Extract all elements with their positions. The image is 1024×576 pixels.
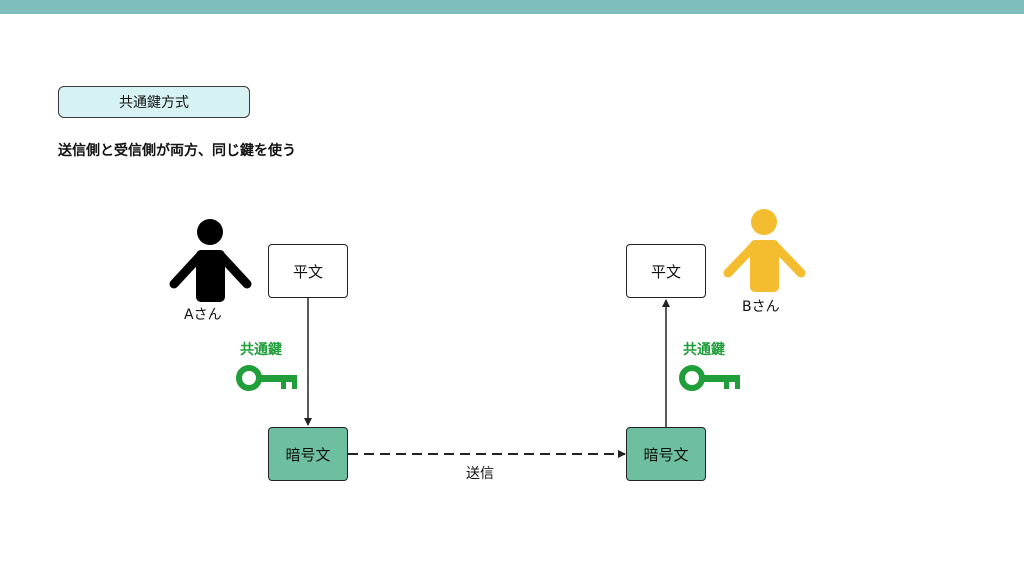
top-accent-bar [0, 0, 1024, 14]
right-ciphertext-label: 暗号文 [643, 445, 689, 464]
section-title: 共通鍵方式 [58, 86, 250, 118]
section-title-text: 共通鍵方式 [119, 95, 189, 111]
sender-name: Aさん [184, 307, 222, 323]
transfer-label: 送信 [466, 466, 494, 482]
right-plaintext-box: 平文 [626, 244, 706, 298]
left-key-icon [236, 365, 297, 391]
right-ciphertext-box: 暗号文 [626, 427, 706, 481]
receiver-name: Bさん [742, 299, 780, 315]
right-plaintext-label: 平文 [650, 262, 681, 281]
person-a-icon [169, 219, 252, 302]
left-ciphertext-box: 暗号文 [268, 427, 348, 481]
left-plaintext-box: 平文 [268, 244, 348, 298]
left-ciphertext-label: 暗号文 [285, 445, 331, 464]
person-b-icon [723, 209, 806, 292]
right-key-icon [679, 365, 740, 391]
left-key-label: 共通鍵 [240, 342, 282, 358]
left-plaintext-label: 平文 [292, 262, 323, 281]
right-key-label: 共通鍵 [683, 342, 725, 358]
description: 送信側と受信側が両方、同じ鍵を使う [58, 143, 296, 159]
